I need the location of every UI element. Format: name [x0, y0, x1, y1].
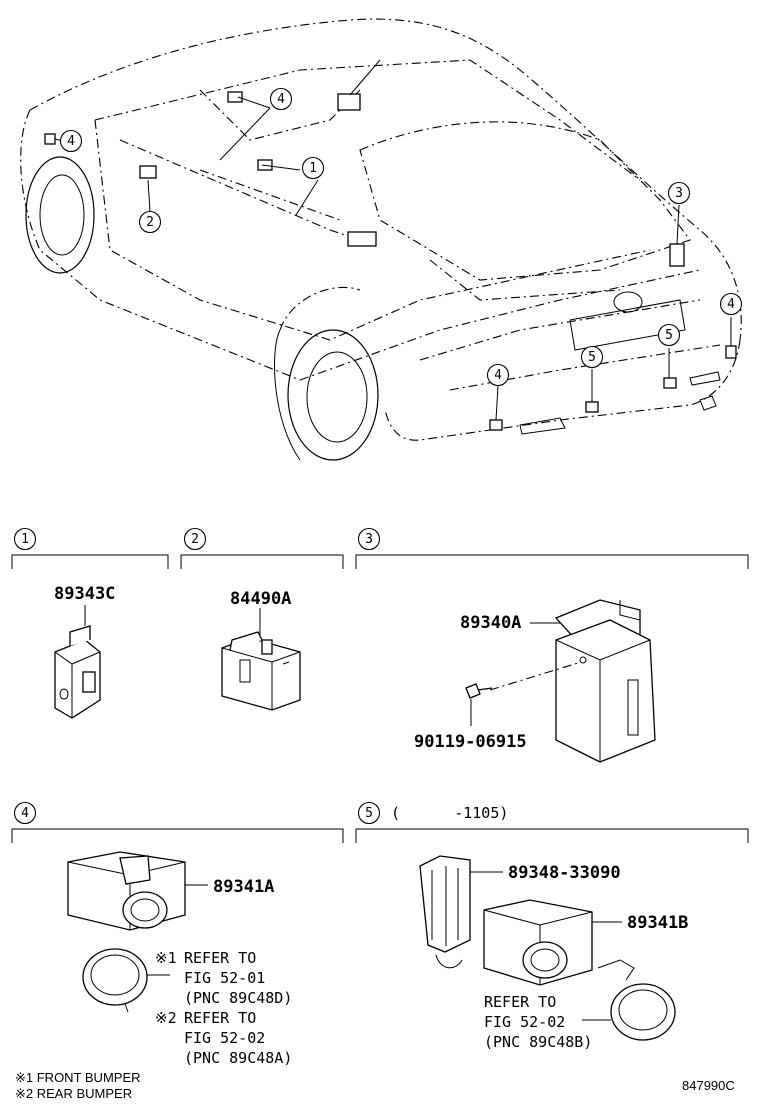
- part-label-89348-33090: 89348-33090: [508, 863, 621, 883]
- callout-4-5: 4: [486, 363, 510, 387]
- section-4-ring: [82, 948, 170, 1013]
- section-5-qualifier: ( -1105): [391, 804, 508, 822]
- front-wheel: [25, 156, 95, 274]
- note-fig-2: FIG 52-02: [184, 1029, 265, 1047]
- svg-text:5: 5: [365, 806, 373, 821]
- svg-text:1: 1: [309, 161, 317, 176]
- note-fig-1: FIG 52-01: [184, 969, 265, 987]
- part-label-84490A: 84490A: [230, 589, 291, 609]
- note-mark-1: ※1: [155, 949, 177, 967]
- note-refer-3: REFER TO: [484, 993, 556, 1011]
- callout-4-3: 4: [269, 87, 293, 111]
- section-5-sensor: [483, 899, 622, 986]
- section-1-number: 1: [13, 527, 37, 551]
- section-2-part: [221, 608, 301, 711]
- note-pnc-1: (PNC 89C48D): [184, 989, 292, 1007]
- catalog-code: 847990C: [682, 1078, 735, 1093]
- callout-1-0: 1: [301, 156, 325, 180]
- section-4-sensor: [67, 851, 208, 931]
- svg-text:4: 4: [21, 806, 29, 821]
- section-5-bracket: [419, 855, 503, 969]
- svg-text:2: 2: [146, 215, 154, 230]
- part-label-90119-06915: 90119-06915: [414, 732, 527, 752]
- svg-text:1: 1: [21, 532, 29, 547]
- svg-text:3: 3: [675, 186, 683, 201]
- note-refer-2: REFER TO: [184, 1009, 256, 1027]
- footnote-rear-bumper: ※2 REAR BUMPER: [15, 1086, 132, 1101]
- section-headers: 1 2 3 4 5 ( -1105): [11, 527, 749, 843]
- callout-5-8: 5: [657, 323, 681, 347]
- part-label-89341A: 89341A: [213, 877, 274, 897]
- section-4-rule: [11, 828, 344, 843]
- callout-3-2: 3: [667, 181, 691, 205]
- note-refer-1: REFER TO: [184, 949, 256, 967]
- section-5-rule: [355, 828, 749, 843]
- svg-text:4: 4: [277, 92, 285, 107]
- footnote-front-bumper: ※1 FRONT BUMPER: [15, 1070, 141, 1085]
- car-illustration: [20, 18, 742, 461]
- svg-text:4: 4: [727, 297, 735, 312]
- svg-text:5: 5: [588, 350, 596, 365]
- section-1-part: [54, 605, 101, 719]
- section-4-number: 4: [13, 801, 37, 825]
- callout-2-1: 2: [138, 210, 162, 234]
- part-label-89343C: 89343C: [54, 584, 115, 604]
- callout-5-7: 5: [580, 345, 604, 369]
- section-2-number: 2: [183, 527, 207, 551]
- note-mark-2: ※2: [155, 1009, 177, 1027]
- part-label-89341B: 89341B: [627, 913, 688, 933]
- svg-text:4: 4: [67, 134, 75, 149]
- note-pnc-3: (PNC 89C48B): [484, 1033, 592, 1051]
- section-3-number: 3: [357, 527, 381, 551]
- note-pnc-2: (PNC 89C48A): [184, 1049, 292, 1067]
- callout-4-4: 4: [59, 129, 83, 153]
- svg-text:3: 3: [365, 532, 373, 547]
- part-label-89340A: 89340A: [460, 613, 521, 633]
- svg-text:5: 5: [665, 328, 673, 343]
- svg-text:2: 2: [191, 532, 199, 547]
- svg-text:4: 4: [494, 368, 502, 383]
- callout-4-6: 4: [719, 292, 743, 316]
- section-2-rule: [180, 554, 344, 569]
- rear-wheel: [274, 329, 379, 461]
- car-callouts: 1 2 3 4 4 4 4 5 5: [59, 87, 743, 387]
- note-fig-3: FIG 52-02: [484, 1013, 565, 1031]
- section-5-number: 5: [357, 801, 381, 825]
- section-5-ring: [582, 959, 676, 1041]
- section-3-rule: [355, 554, 749, 569]
- section-3-part: [465, 599, 656, 763]
- section-1-rule: [11, 554, 169, 569]
